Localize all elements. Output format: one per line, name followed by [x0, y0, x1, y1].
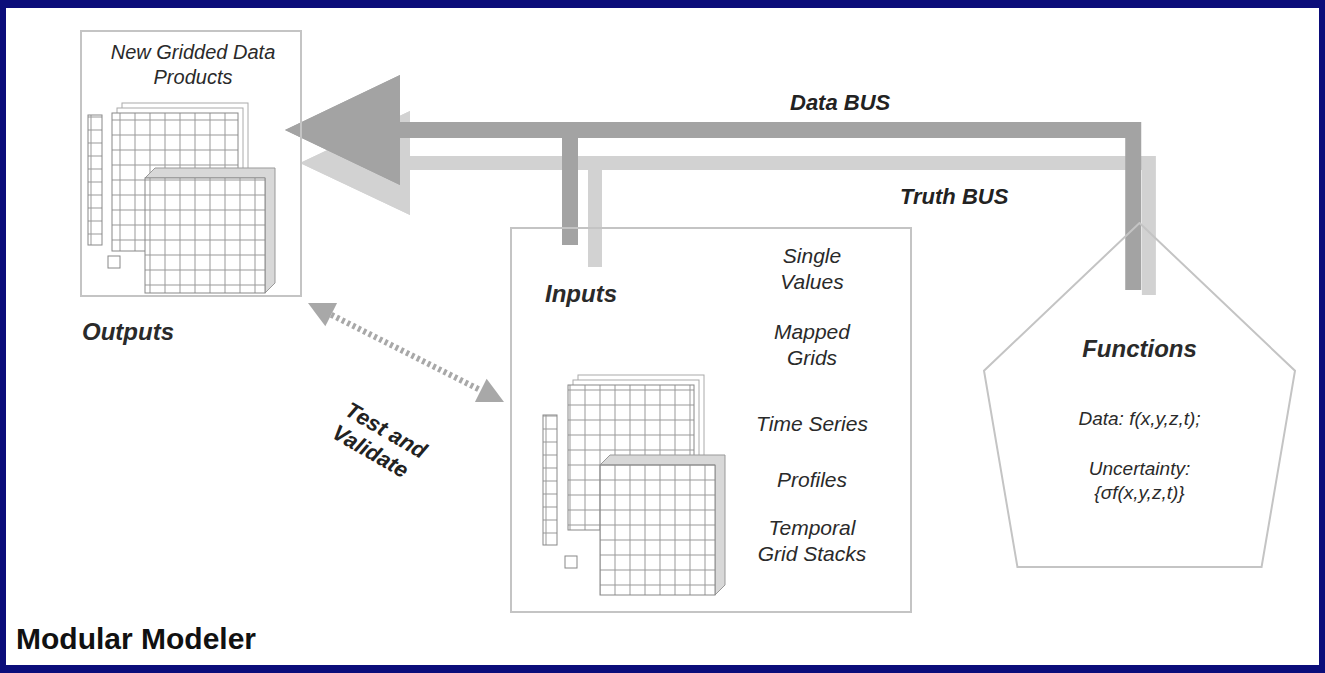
function-data: Data: f(x,y,z,t); [1013, 407, 1266, 431]
function-pentagon: FunctionsData: f(x,y,z,t); Uncertainty: {… [983, 222, 1296, 568]
input-box: Inputs Single ValuesMapped GridsTime Seri… [510, 227, 912, 613]
input-type: Time Series [732, 411, 892, 437]
node-heading: Inputs [545, 279, 665, 309]
input-grids [543, 375, 725, 595]
output-grids [88, 103, 275, 293]
input-type: Single Values [757, 243, 867, 296]
pentagon-outline [983, 222, 1296, 568]
data-bus [285, 75, 1133, 290]
input-type: Mapped Grids [752, 319, 872, 372]
validation-arrow [308, 303, 504, 402]
node-body: New Gridded Data Products [92, 40, 294, 90]
bus-label: Truth BUS [900, 184, 1008, 210]
diagram-title: Modular Modeler [16, 622, 256, 656]
output-box: New Gridded Data ProductsOutputs [80, 30, 302, 297]
input-type: Temporal Grid Stacks [747, 515, 877, 568]
pentagon-shape [984, 223, 1295, 567]
edge-label: Test and Validate [327, 397, 449, 498]
bus-label: Data BUS [790, 90, 890, 116]
data-bus [300, 111, 1149, 295]
input-type: Profiles [732, 467, 892, 493]
node-heading: Functions [1013, 334, 1266, 364]
node-heading: Outputs [82, 317, 282, 347]
function-uncertainty: Uncertainty: {σf(x,y,z,t)} [1049, 457, 1230, 505]
data-bus [285, 75, 570, 245]
